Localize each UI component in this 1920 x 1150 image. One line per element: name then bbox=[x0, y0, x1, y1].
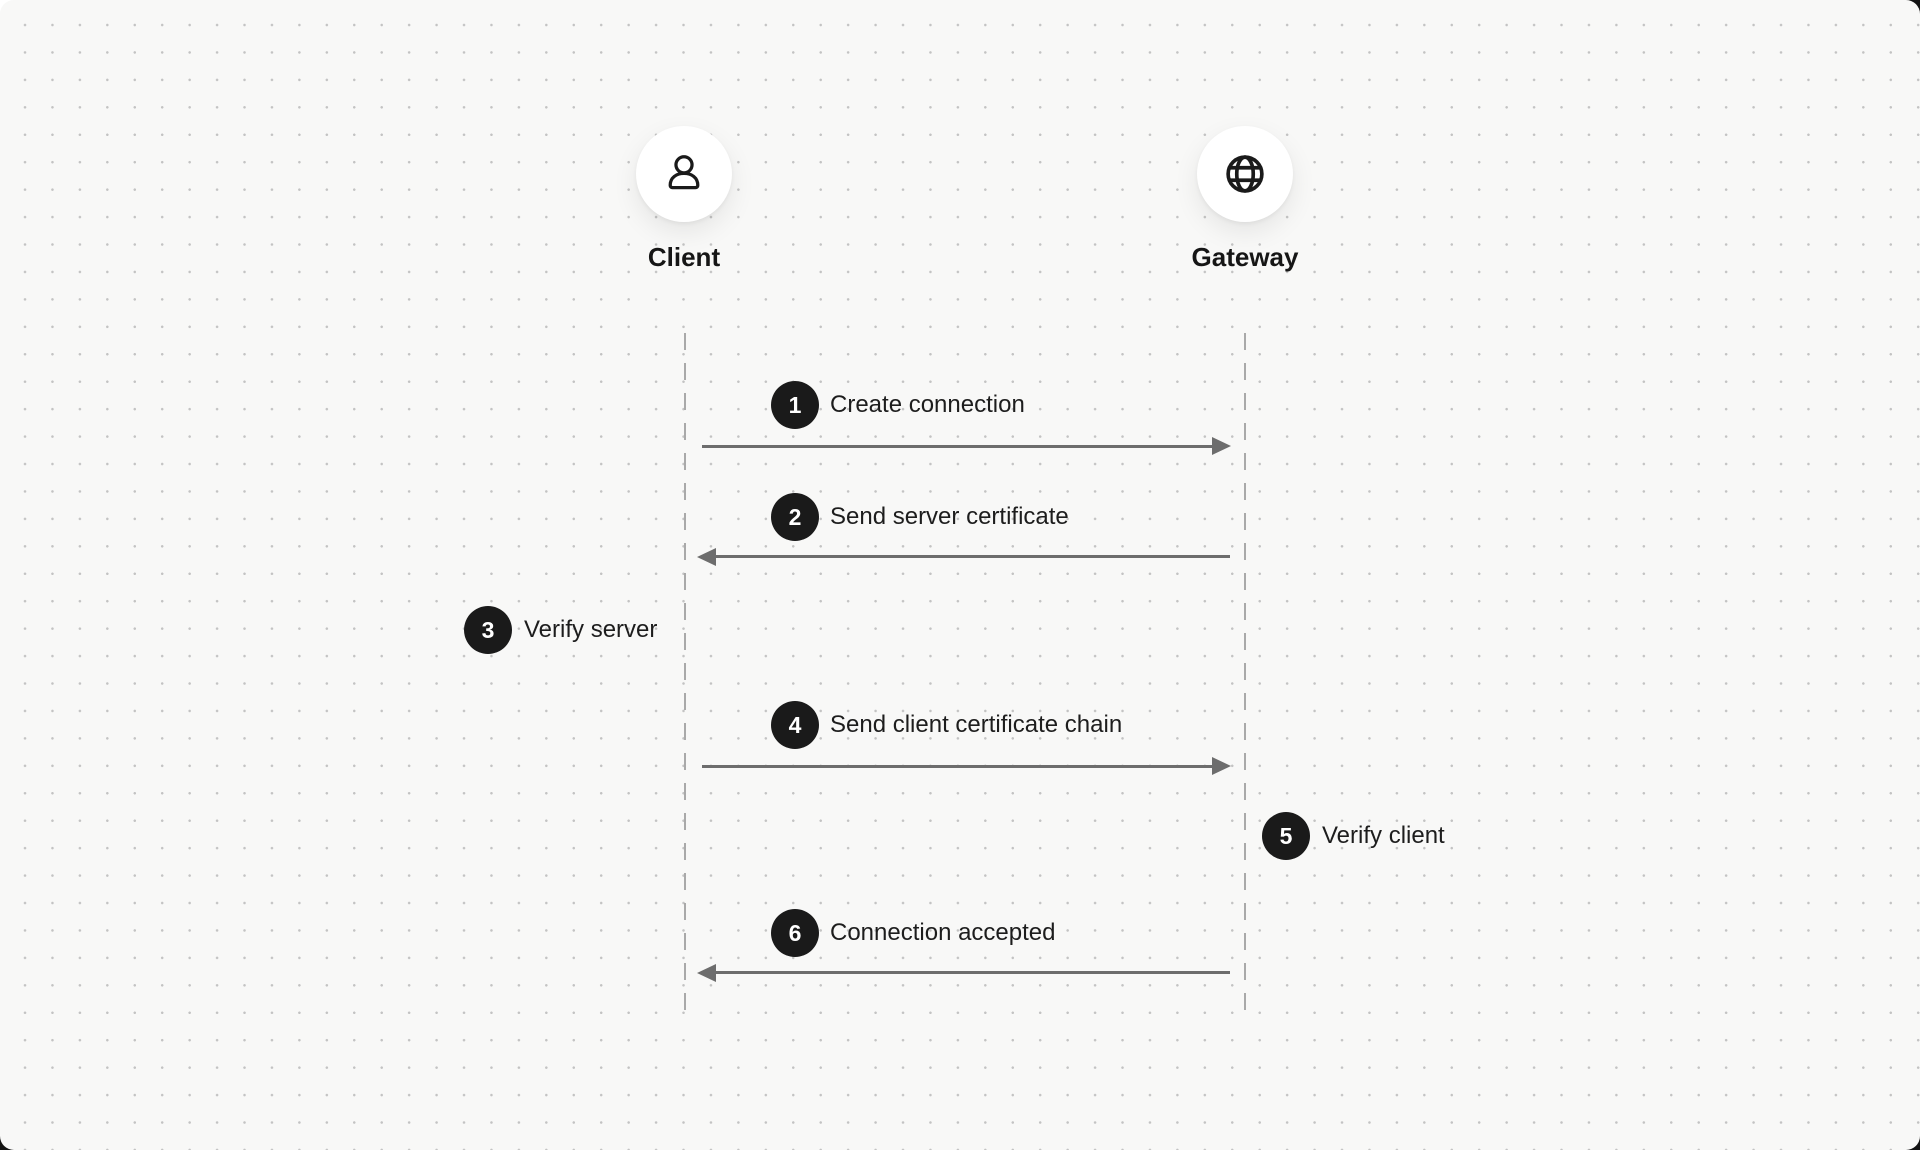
arrow-line-right bbox=[702, 765, 1212, 768]
actor-client-label: Client bbox=[647, 242, 721, 272]
arrow-head-right-icon bbox=[1212, 437, 1231, 455]
step-badge: 5 bbox=[1262, 812, 1310, 860]
globe-icon bbox=[1223, 152, 1267, 196]
arrow-line-left bbox=[716, 971, 1230, 974]
arrow-line-left bbox=[716, 555, 1230, 558]
step-label: Connection accepted bbox=[830, 919, 1056, 946]
step-label: Send server certificate bbox=[830, 503, 1069, 530]
arrow-line-right bbox=[702, 445, 1212, 448]
lifeline-gateway bbox=[1244, 333, 1246, 1023]
step-badge: 2 bbox=[771, 493, 819, 541]
actor-gateway bbox=[1197, 126, 1293, 222]
step-label: Send client certificate chain bbox=[830, 711, 1123, 738]
lifeline-client bbox=[684, 333, 686, 1023]
actor-client bbox=[636, 126, 732, 222]
step-badge: 4 bbox=[771, 701, 819, 749]
step-label: Verify client bbox=[1322, 822, 1445, 849]
step-label: Verify server bbox=[524, 616, 658, 643]
step-badge: 1 bbox=[771, 381, 819, 429]
step-badge: 6 bbox=[771, 909, 819, 957]
arrow-head-right-icon bbox=[1212, 757, 1231, 775]
arrow-head-left-icon bbox=[697, 964, 716, 982]
step-badge: 3 bbox=[464, 606, 512, 654]
step-label: Create connection bbox=[830, 391, 1025, 418]
actor-gateway-label: Gateway bbox=[1191, 242, 1299, 272]
arrow-head-left-icon bbox=[697, 548, 716, 566]
user-icon bbox=[661, 151, 707, 197]
